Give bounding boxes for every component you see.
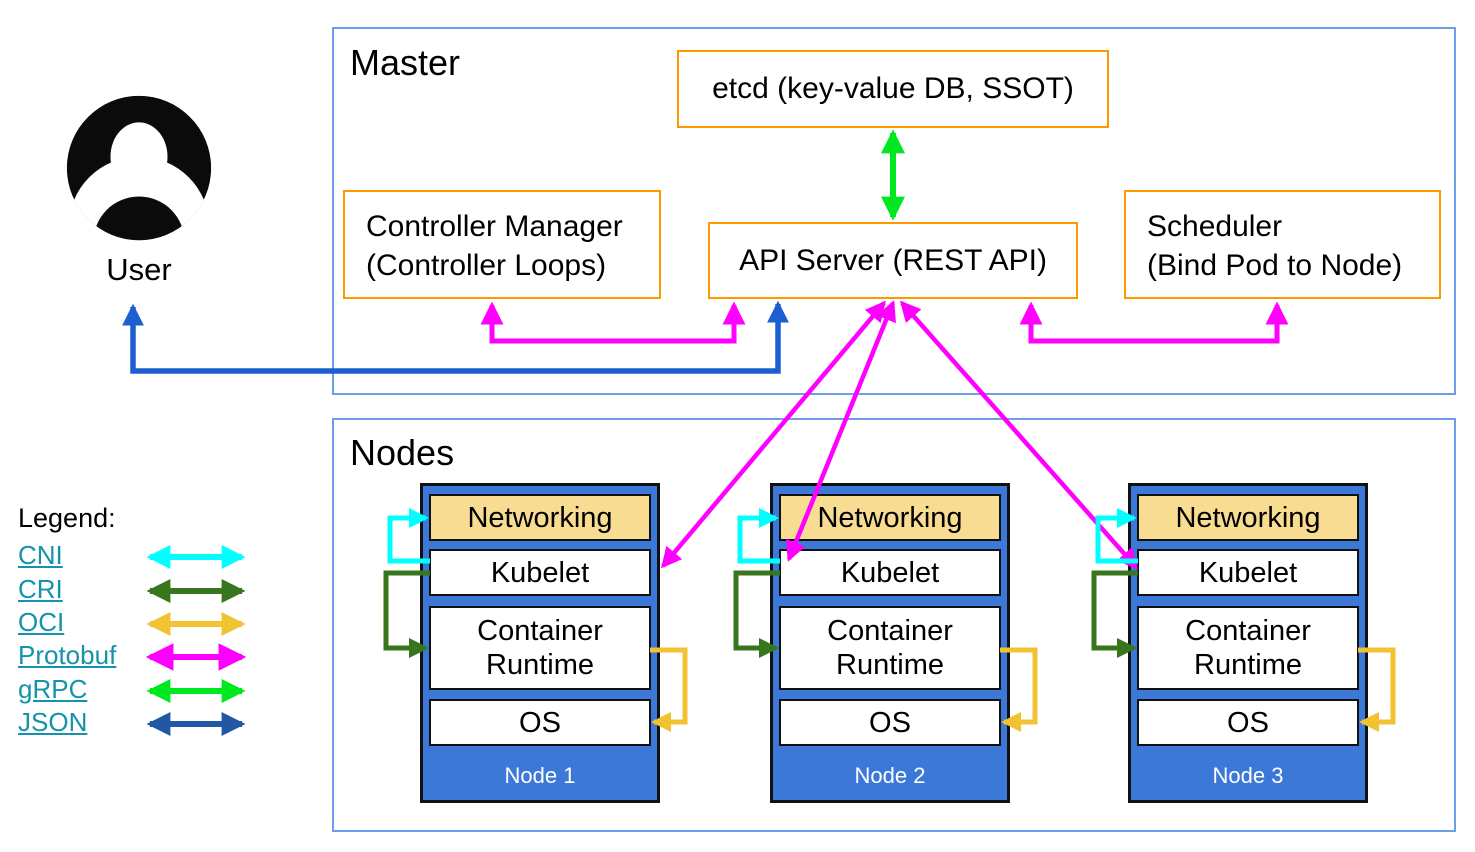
container-runtime-label: Container Runtime [827, 615, 953, 681]
networking-label: Networking [1175, 501, 1321, 534]
legend-link-protobuf[interactable]: Protobuf [18, 640, 117, 670]
os-label: OS [519, 706, 561, 739]
networking-layer: Networking [429, 494, 651, 541]
os-layer: OS [1137, 699, 1359, 746]
legend-link-cni[interactable]: CNI [18, 540, 63, 570]
container-runtime-layer: Container Runtime [1137, 606, 1359, 690]
scheduler-box: Scheduler (Bind Pod to Node) [1124, 190, 1441, 299]
kubelet-label: Kubelet [840, 556, 940, 589]
node-3: Networking Kubelet Container Runtime OS … [1128, 483, 1368, 803]
node-1: Networking Kubelet Container Runtime OS … [420, 483, 660, 803]
etcd-box: etcd (key-value DB, SSOT) [677, 50, 1109, 128]
kubelet-layer: Kubelet [1137, 549, 1359, 596]
node-name: Node 1 [504, 763, 576, 788]
api-server-label: API Server (REST API) [739, 243, 1047, 277]
kubelet-layer: Kubelet [779, 549, 1001, 596]
networking-label: Networking [817, 501, 963, 534]
container-runtime-label: Container Runtime [1185, 615, 1311, 681]
controller-manager-box: Controller Manager (Controller Loops) [343, 190, 661, 299]
container-runtime-label: Container Runtime [477, 615, 603, 681]
kubelet-layer: Kubelet [429, 549, 651, 596]
controller-manager-line1: Controller Manager [366, 210, 623, 243]
os-label: OS [1227, 706, 1269, 739]
scheduler-line1: Scheduler [1147, 210, 1283, 243]
legend-link-json[interactable]: JSON [18, 707, 88, 737]
nodes-title: Nodes [350, 432, 455, 473]
controller-manager-line2: (Controller Loops) [366, 249, 607, 282]
os-layer: OS [429, 699, 651, 746]
master-title: Master [350, 42, 461, 83]
legend-link-oci[interactable]: OCI [18, 607, 65, 637]
user-avatar [63, 92, 215, 244]
etcd-label: etcd (key-value DB, SSOT) [712, 72, 1074, 105]
container-runtime-layer: Container Runtime [429, 606, 651, 690]
kubelet-label: Kubelet [490, 556, 590, 589]
user-label: User [106, 252, 172, 287]
node-2: Networking Kubelet Container Runtime OS … [770, 483, 1010, 803]
networking-layer: Networking [1137, 494, 1359, 541]
kubelet-label: Kubelet [1198, 556, 1298, 589]
container-runtime-layer: Container Runtime [779, 606, 1001, 690]
os-layer: OS [779, 699, 1001, 746]
api-server-box: API Server (REST API) [708, 222, 1078, 299]
scheduler-line2: (Bind Pod to Node) [1147, 249, 1403, 282]
legend-title: Legend: [18, 503, 116, 533]
os-label: OS [869, 706, 911, 739]
legend-link-cri[interactable]: CRI [18, 574, 63, 604]
node-name: Node 3 [1212, 763, 1284, 788]
user-icon [66, 95, 212, 241]
networking-layer: Networking [779, 494, 1001, 541]
networking-label: Networking [467, 501, 613, 534]
legend-link-grpc[interactable]: gRPC [18, 674, 88, 704]
node-name: Node 2 [854, 763, 926, 788]
